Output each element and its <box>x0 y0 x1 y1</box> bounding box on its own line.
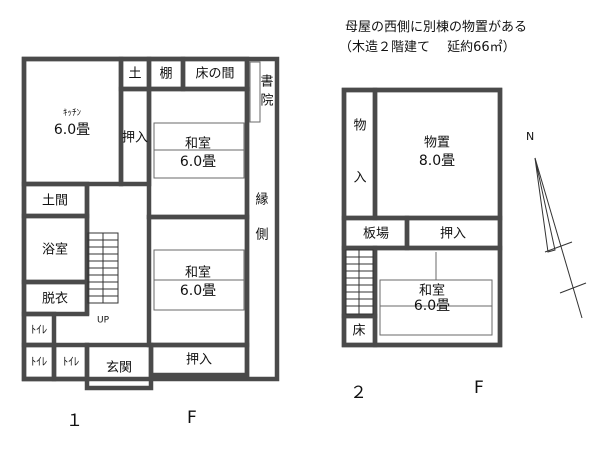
dressing-label: 脱衣 <box>42 291 68 307</box>
up-label: UP <box>97 316 110 326</box>
shelf-label: 棚 <box>159 67 172 82</box>
north-label: N <box>526 130 534 143</box>
toilet-3-label: ﾄｲﾚ <box>63 355 80 368</box>
washitsu-1-wall <box>146 86 250 220</box>
stairs-1f <box>87 232 119 304</box>
stairs-2f <box>345 249 374 315</box>
closet-2f-label: 押入 <box>440 227 466 242</box>
kitchen-size: 6.0畳 <box>54 122 90 138</box>
bath-label: 浴室 <box>42 242 68 258</box>
toilet-1-label: ﾄｲﾚ <box>31 323 48 336</box>
storage-name: 物置 <box>424 136 450 151</box>
tatami-lines-2 <box>153 249 245 311</box>
floor-2-f: F <box>474 378 484 398</box>
toko-wall <box>341 313 378 348</box>
toilet-2-label: ﾄｲﾚ <box>31 355 48 368</box>
entrance-label: 玄関 <box>106 361 132 376</box>
storage-size: 8.0畳 <box>419 153 455 169</box>
washitsu-2f-size: 6.0畳 <box>414 298 450 314</box>
washitsu-1-name: 和室 <box>185 136 211 152</box>
shoin-label-1: 書 <box>260 75 273 90</box>
tokonoma-label: 床の間 <box>195 67 234 82</box>
floor-1-plan: ｷｯﾁﾝ 6.0畳 土 棚 床の間 書 院 押入 和室 6.0畳 土間 縁 側 … <box>21 56 280 391</box>
engawa-label-1: 縁 <box>255 192 268 208</box>
shoin-inner <box>249 61 261 123</box>
earth-label: 土 <box>128 67 141 82</box>
floor-2-number: ２ <box>350 383 367 403</box>
washitsu-2f-name: 和室 <box>419 283 445 299</box>
storage-side-label-1: 物 <box>353 119 366 134</box>
washitsu-2f-wall <box>372 245 503 348</box>
storage-side-wall <box>341 87 378 221</box>
doma-label: 土間 <box>42 194 68 209</box>
washitsu-2-wall <box>146 214 250 348</box>
tatami-lines-1 <box>153 122 245 179</box>
closet-1-label: 押入 <box>122 131 148 146</box>
washitsu-2-name: 和室 <box>185 265 211 281</box>
floor-2-plan: 物 入 物置 8.0畳 板場 押入 和室 6.0畳 床 <box>341 87 503 348</box>
storage-side-label-2: 入 <box>353 171 366 186</box>
toko-label: 床 <box>352 324 365 339</box>
note-line-2: （木造２階建て 延約66㎡） <box>339 40 516 55</box>
washitsu-2-size: 6.0畳 <box>180 283 216 299</box>
shoin-label-2: 院 <box>260 94 273 109</box>
closet-2-wall <box>148 342 250 378</box>
north-arrow: N <box>526 130 587 319</box>
board-floor-label: 板場 <box>363 227 389 242</box>
floor-1-f: F <box>187 408 197 428</box>
kitchen-name: ｷｯﾁﾝ <box>63 108 82 119</box>
washitsu-1-size: 6.0畳 <box>180 154 216 170</box>
engawa-label-2: 側 <box>255 228 268 243</box>
note-line-1: 母屋の西側に別棟の物置がある <box>345 20 528 35</box>
closet-2-label: 押入 <box>186 353 212 368</box>
tatami-lines-2f <box>379 252 493 336</box>
floor-1-number: １ <box>66 411 83 431</box>
